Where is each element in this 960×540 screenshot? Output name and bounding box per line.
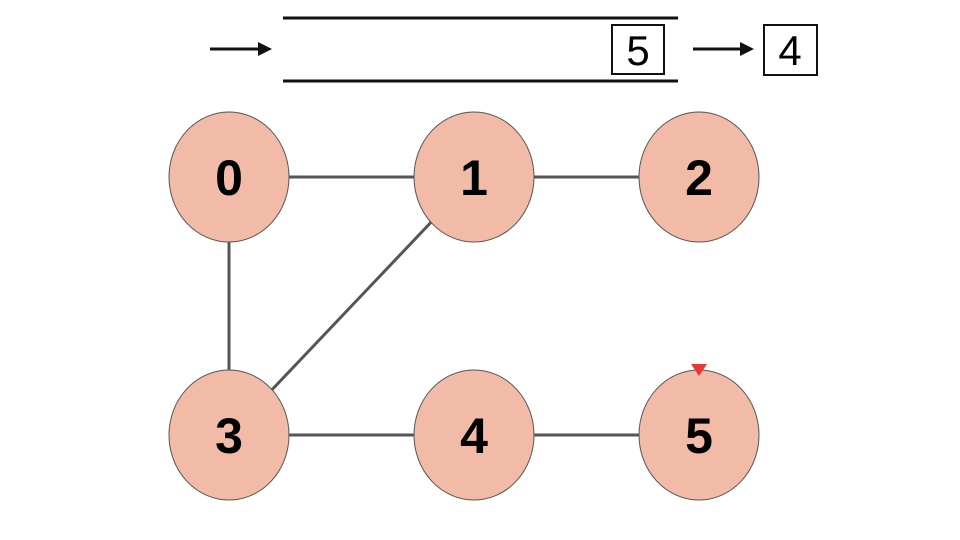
node-circle [638,111,760,243]
graph-node-4: 4 [413,369,535,501]
node-label: 3 [215,408,243,464]
queue-item-label: 5 [626,27,649,74]
graph-node-1: 1 [413,111,535,243]
node-circle [168,369,290,501]
node-label: 0 [215,150,243,206]
current-node-marker [691,364,707,376]
node-label: 4 [460,408,488,464]
queue: 5 4 [210,16,818,83]
dequeued-item-box [763,24,818,76]
queue-item: 5 [611,24,665,75]
right-arrow-icon [693,42,754,56]
triangle-down-icon [691,364,707,376]
node-label: 5 [685,408,713,464]
node-label: 2 [685,150,713,206]
graph-node-2: 2 [638,111,760,243]
graph-node-0: 0 [168,111,290,243]
node-circle [168,111,290,243]
graph-nodes: 0 1 2 3 4 5 [168,111,760,501]
node-circle [413,111,535,243]
graph-node-5: 5 [638,369,760,501]
node-label: 1 [460,150,488,206]
graph-node-3: 3 [168,369,290,501]
queue-item-box [611,24,665,75]
node-circle [413,369,535,501]
dequeued-item: 4 [763,24,818,76]
dequeued-item-label: 4 [778,27,801,74]
right-arrow-icon [210,42,272,56]
